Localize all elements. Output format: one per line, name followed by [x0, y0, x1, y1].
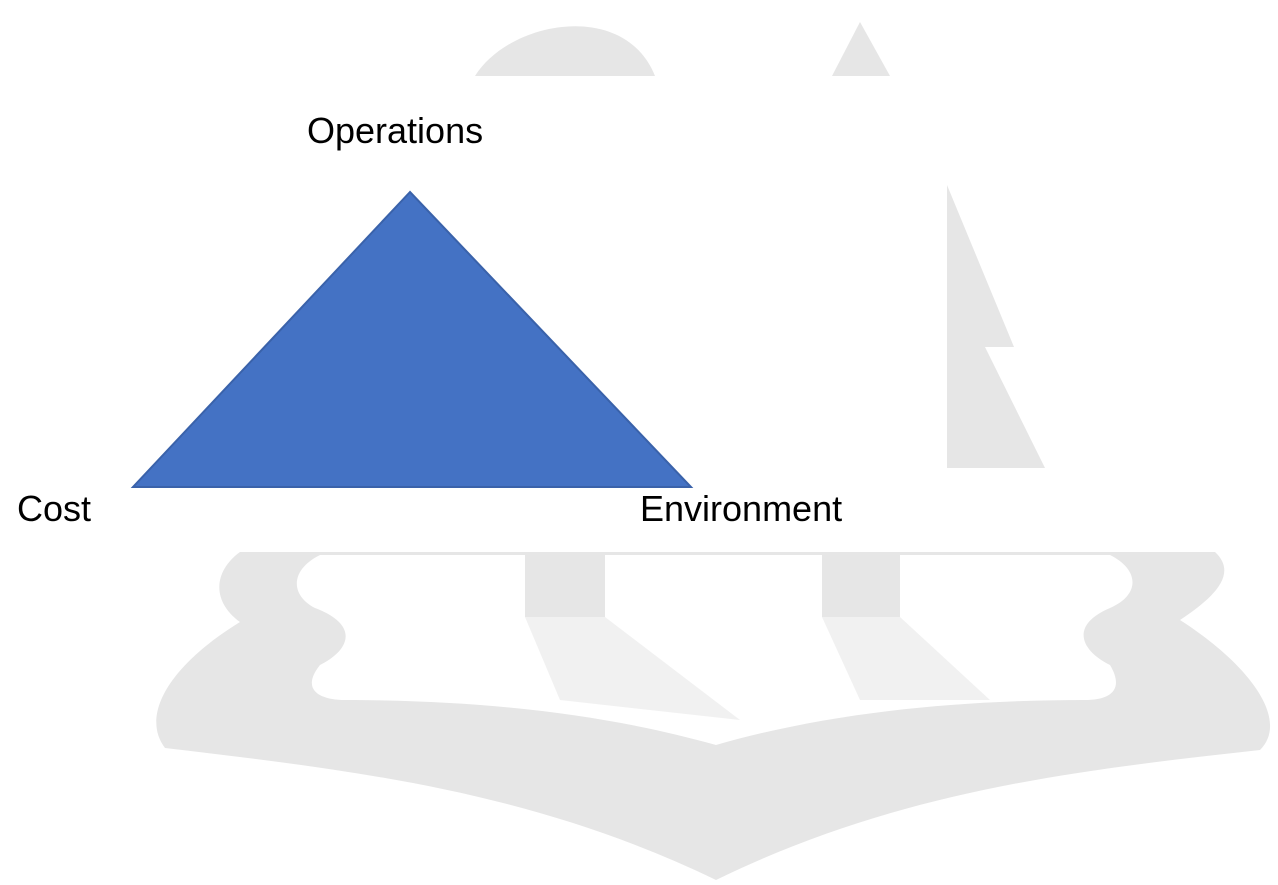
- vertex-label-environment: Environment: [640, 488, 843, 529]
- watermark-arch: [475, 26, 655, 76]
- watermark-reflection-right: [822, 617, 990, 700]
- vertex-label-cost: Cost: [17, 488, 92, 529]
- triangle-shape: [130, 190, 694, 488]
- watermark-reflection-left: [525, 617, 740, 720]
- watermark-pillar-right: [822, 552, 900, 617]
- watermark-spire-tip: [832, 22, 890, 76]
- watermark-book: [156, 552, 1271, 880]
- vertex-label-operations: Operations: [307, 110, 484, 151]
- watermark-pillar-left: [525, 552, 605, 617]
- watermark-tree: [947, 185, 1045, 468]
